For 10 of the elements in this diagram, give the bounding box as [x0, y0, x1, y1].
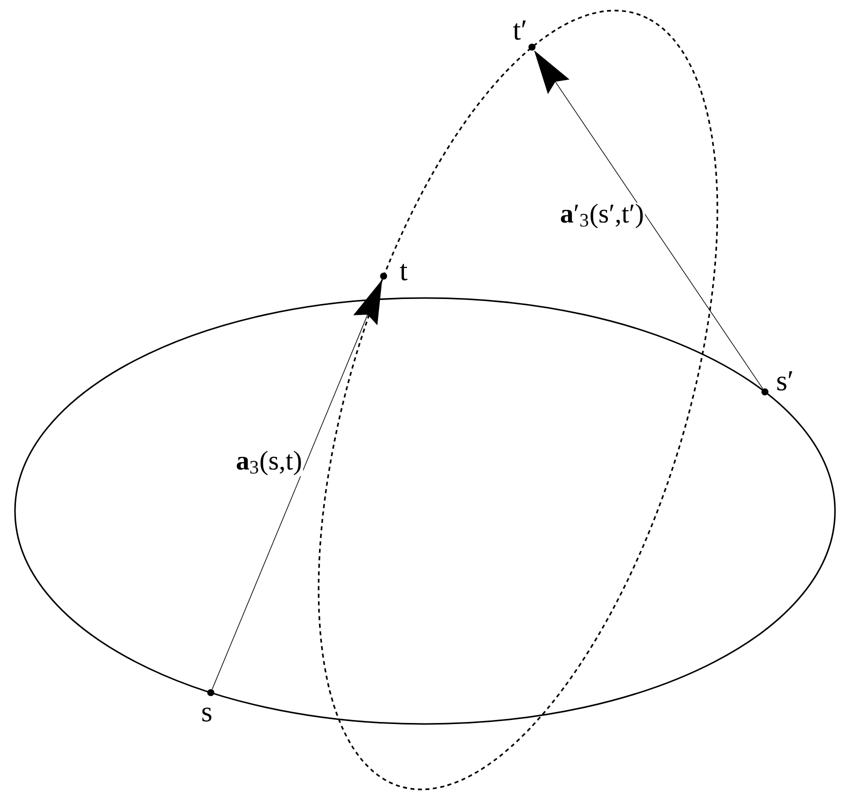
point-label: t′ — [513, 20, 526, 40]
edge-label: a$_{3}$(s,t) — [234, 450, 304, 476]
point-dot — [761, 388, 768, 396]
point-dot — [528, 44, 536, 51]
point-label: s′ — [777, 371, 792, 391]
point-label: t — [400, 264, 408, 280]
point-label: s — [202, 708, 212, 722]
edge-label: a′$_{3}$(s′,t′) — [559, 202, 645, 230]
point-dot — [207, 689, 214, 696]
point-dot — [380, 272, 388, 280]
